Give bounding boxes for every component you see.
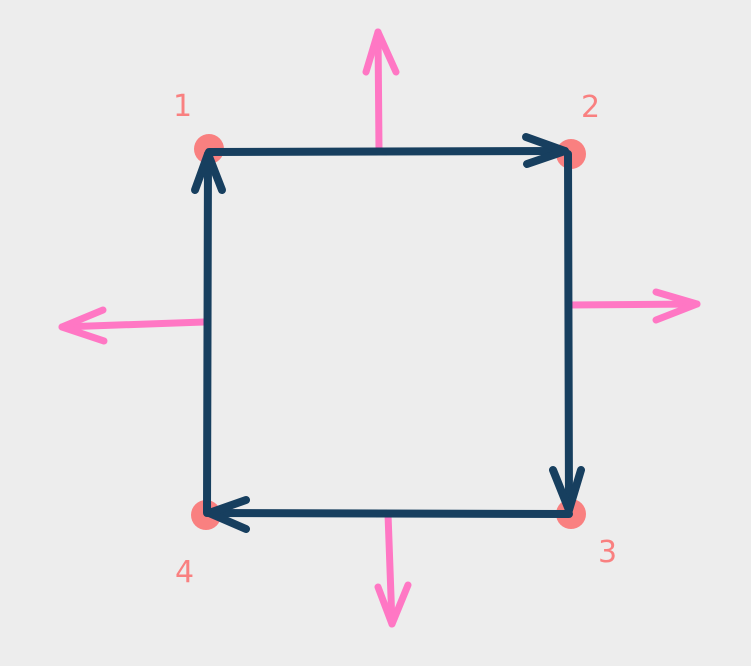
edge-2-to-3 [549,150,585,514]
normal-arrow-bottom [374,510,412,628]
vertex-label-3: 3 [598,535,617,570]
vertex-markers [191,134,586,530]
square-edges [191,133,585,533]
vertex-label-1: 1 [173,89,192,124]
normal-arrow-right [564,288,701,324]
normal-arrow-left [58,306,208,345]
edge-1-to-2 [205,133,569,168]
edge-4-to-1 [191,150,226,517]
normal-arrow-top [362,28,400,154]
vertex-label-4: 4 [175,555,194,590]
normal-arrows [58,28,701,628]
vertex-label-2: 2 [581,90,600,125]
vertex-labels: 1 2 3 4 [173,89,617,590]
